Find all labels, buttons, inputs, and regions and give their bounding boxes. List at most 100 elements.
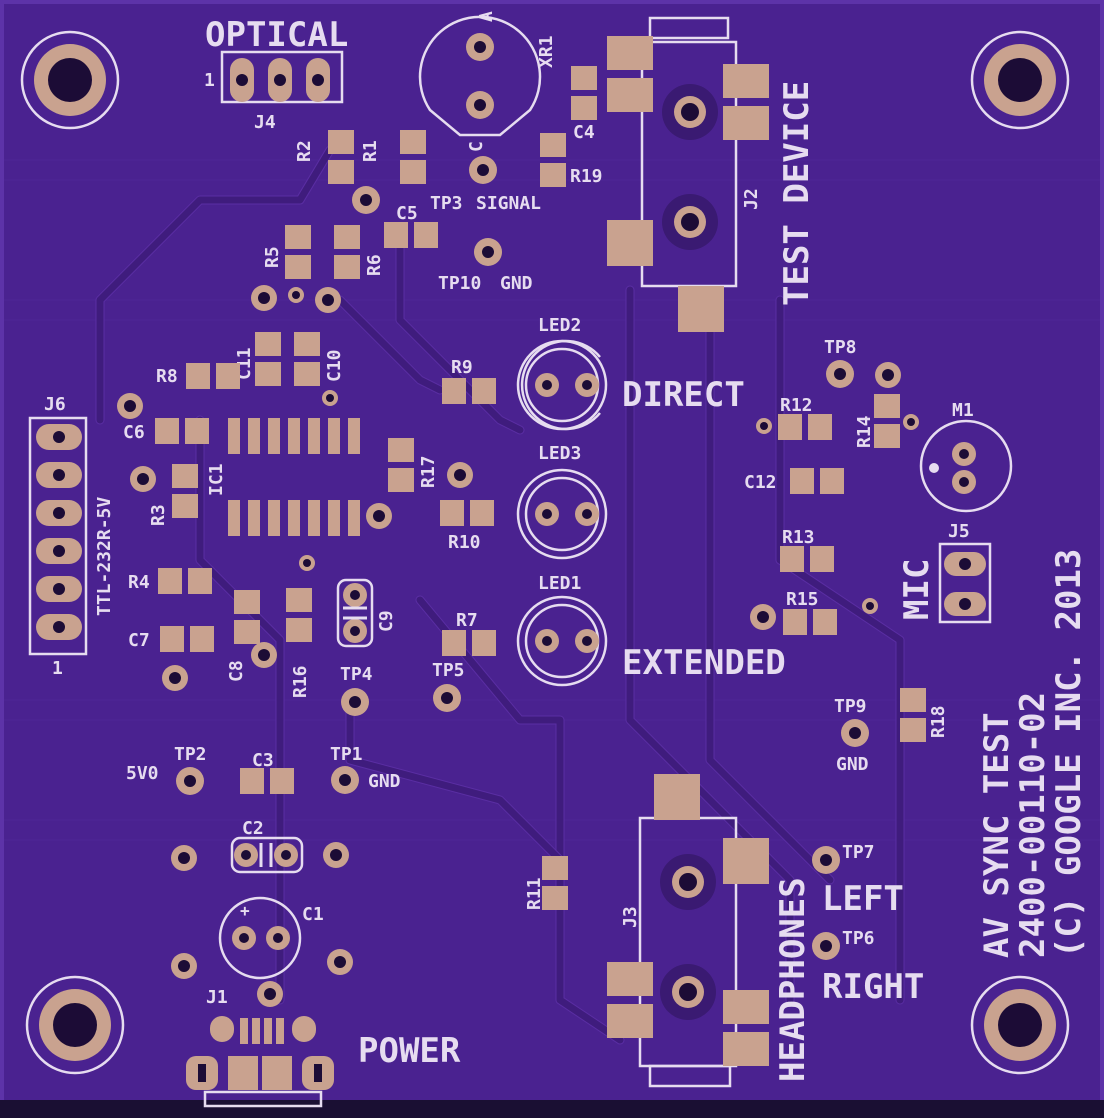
tp5-label: TP5 [432, 660, 465, 681]
via-near-r1 [352, 186, 380, 214]
led2 [516, 339, 608, 431]
via-r17 [447, 462, 473, 488]
tp7-label: TP7 [842, 842, 875, 863]
title-line-2: 2400-00110-02 [1013, 692, 1053, 958]
r4-label: R4 [128, 572, 150, 593]
j5-mic-connector [938, 542, 992, 624]
j6-pin1-label: 1 [52, 658, 63, 679]
via-c10 [322, 390, 338, 406]
r7-label: R7 [456, 610, 478, 631]
tp3-label: TP3 [430, 193, 463, 214]
via-c1-right [327, 949, 353, 975]
r10-resistor [440, 500, 494, 526]
c12-label: C12 [744, 472, 777, 493]
test-device-label: TEST DEVICE [777, 81, 817, 306]
c7-label: C7 [128, 630, 150, 651]
r15-label: R15 [786, 589, 819, 610]
r5-resistor [285, 225, 311, 279]
tp8-label: TP8 [824, 337, 857, 358]
headphones-label: HEADPHONES [773, 877, 813, 1082]
via-c1-left [171, 953, 197, 979]
ttl-label: TTL-232R-5V [94, 497, 115, 616]
tp1-testpoint [331, 766, 359, 794]
j6-ttl-header [28, 416, 88, 656]
r10-label: R10 [448, 532, 481, 553]
c2-label: C2 [242, 818, 264, 839]
xr1-c-label: C [466, 141, 487, 152]
xr1-label: XR1 [536, 35, 557, 68]
r12-resistor [778, 414, 832, 440]
r4-resistor [158, 568, 212, 594]
c9-capacitor [336, 578, 374, 648]
via-j1 [257, 981, 283, 1007]
j3-label: J3 [620, 906, 641, 928]
c6-label: C6 [123, 422, 145, 443]
tp5-testpoint [433, 684, 461, 712]
r17-resistor [388, 438, 414, 492]
j2-test-device-jack [607, 16, 769, 332]
tp7-testpoint [812, 846, 840, 874]
tp9-testpoint [841, 719, 869, 747]
tp2-testpoint [176, 767, 204, 795]
via-c2-right [323, 842, 349, 868]
tp4-label: TP4 [340, 664, 373, 685]
r18-label: R18 [928, 705, 949, 738]
ic1-chip [228, 418, 360, 536]
r15-resistor [783, 609, 837, 635]
r13-resistor [780, 546, 834, 572]
c4-label: C4 [573, 122, 595, 143]
j6-label: J6 [44, 394, 66, 415]
tp10-gnd-label: GND [500, 273, 533, 294]
c5-label: C5 [396, 203, 418, 224]
direct-label: DIRECT [622, 375, 745, 415]
xr1-crystal [418, 15, 542, 137]
j1-usb-power-connector [186, 1016, 334, 1108]
tp10-testpoint [474, 238, 502, 266]
r11-label: R11 [524, 877, 545, 910]
signal-label: SIGNAL [476, 193, 541, 214]
via-c2-left [171, 845, 197, 871]
r19-label: R19 [570, 166, 603, 187]
via-tp8 [875, 362, 901, 388]
r17-label: R17 [418, 455, 439, 488]
r14-label: R14 [854, 415, 875, 448]
j4-label: J4 [254, 112, 276, 133]
c1-label: C1 [302, 904, 324, 925]
c7-capacitor [160, 626, 214, 652]
r8-label: R8 [156, 366, 178, 387]
j4-pin1-label: 1 [204, 70, 215, 91]
r3-resistor [172, 464, 198, 518]
r11-resistor [542, 856, 568, 910]
via-c7 [162, 665, 188, 691]
tp6-testpoint [812, 932, 840, 960]
tp10-label: TP10 [438, 273, 481, 294]
r6-label: R6 [364, 254, 385, 276]
c10-label: C10 [324, 349, 345, 382]
r7-resistor [442, 630, 496, 656]
right-label: RIGHT [822, 967, 924, 1007]
c2-capacitor [230, 836, 304, 874]
led2-label: LED2 [538, 315, 581, 336]
j1-label: J1 [206, 987, 228, 1008]
r19-resistor [540, 133, 566, 187]
v5-label: 5V0 [126, 763, 159, 784]
c1-plus-label: + [240, 901, 250, 920]
c6-capacitor [155, 418, 209, 444]
j2-label: J2 [741, 188, 762, 210]
tp9-gnd-label: GND [836, 754, 869, 775]
r3-label: R3 [148, 504, 169, 526]
c8-label: C8 [226, 660, 247, 682]
tp6-label: TP6 [842, 928, 875, 949]
c9-label: C9 [376, 610, 397, 632]
tp1-label: TP1 [330, 744, 363, 765]
c12-capacitor [790, 468, 844, 494]
r1-resistor [400, 130, 426, 184]
m1-label: M1 [952, 400, 974, 421]
r16-resistor [286, 588, 312, 642]
r12-label: R12 [780, 395, 813, 416]
r16-label: R16 [290, 665, 311, 698]
tp8-testpoint [826, 360, 854, 388]
optical-label: OPTICAL [205, 15, 348, 55]
c3-label: C3 [252, 750, 274, 771]
